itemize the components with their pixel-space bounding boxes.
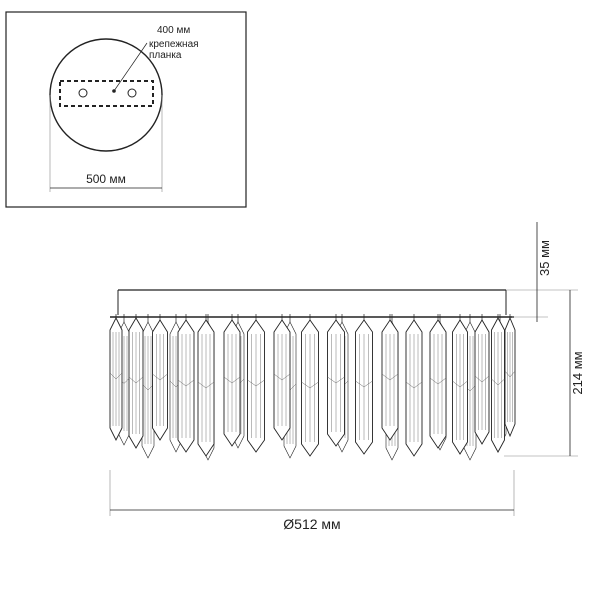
crystal-prisms [109, 314, 516, 461]
canopy-circle [49, 38, 163, 152]
crystal-bevel [223, 376, 241, 384]
plate-name-line1: крепежная [149, 39, 199, 50]
crystal-bevel [355, 380, 373, 388]
mounting-view-frame [5, 11, 247, 208]
mounting-view: 400 мм крепежная планка 500 мм [5, 11, 247, 208]
side-view: 35 мм 214 мм Ø512 мм [109, 222, 585, 532]
plate-leader-line [113, 42, 148, 92]
side-diameter-label: Ø512 мм [283, 516, 340, 532]
crystal-bevel [452, 380, 468, 388]
canopy-height-label: 35 мм [537, 240, 552, 276]
crystal-bevel [109, 372, 123, 380]
crystal-bevel [197, 381, 215, 389]
screw-hole-left [78, 88, 88, 98]
mount-diameter-label: 500 мм [86, 172, 126, 186]
crystal-bevel [474, 375, 490, 383]
crystal-bevel [381, 373, 399, 381]
plate-width-label: 400 мм [157, 25, 190, 36]
crystal-bevel [128, 376, 144, 384]
crystal-bevel [141, 383, 155, 391]
plate-name-line2: планка [149, 50, 182, 61]
crystal-bevel [327, 376, 345, 384]
crystal-bevel [504, 370, 516, 378]
crystal-bevel [429, 377, 447, 385]
crystal-bevel [152, 373, 168, 381]
crystal-bevel [177, 379, 195, 387]
crystal-bevel [247, 379, 265, 387]
crystal-bevel [301, 381, 319, 389]
crystal-bevel [273, 373, 291, 381]
mounting-plate [59, 80, 154, 107]
crystal-bevel [405, 381, 423, 389]
screw-hole-right [127, 88, 137, 98]
crystal-bevel [491, 378, 505, 386]
body-height-label: 214 мм [570, 351, 585, 394]
